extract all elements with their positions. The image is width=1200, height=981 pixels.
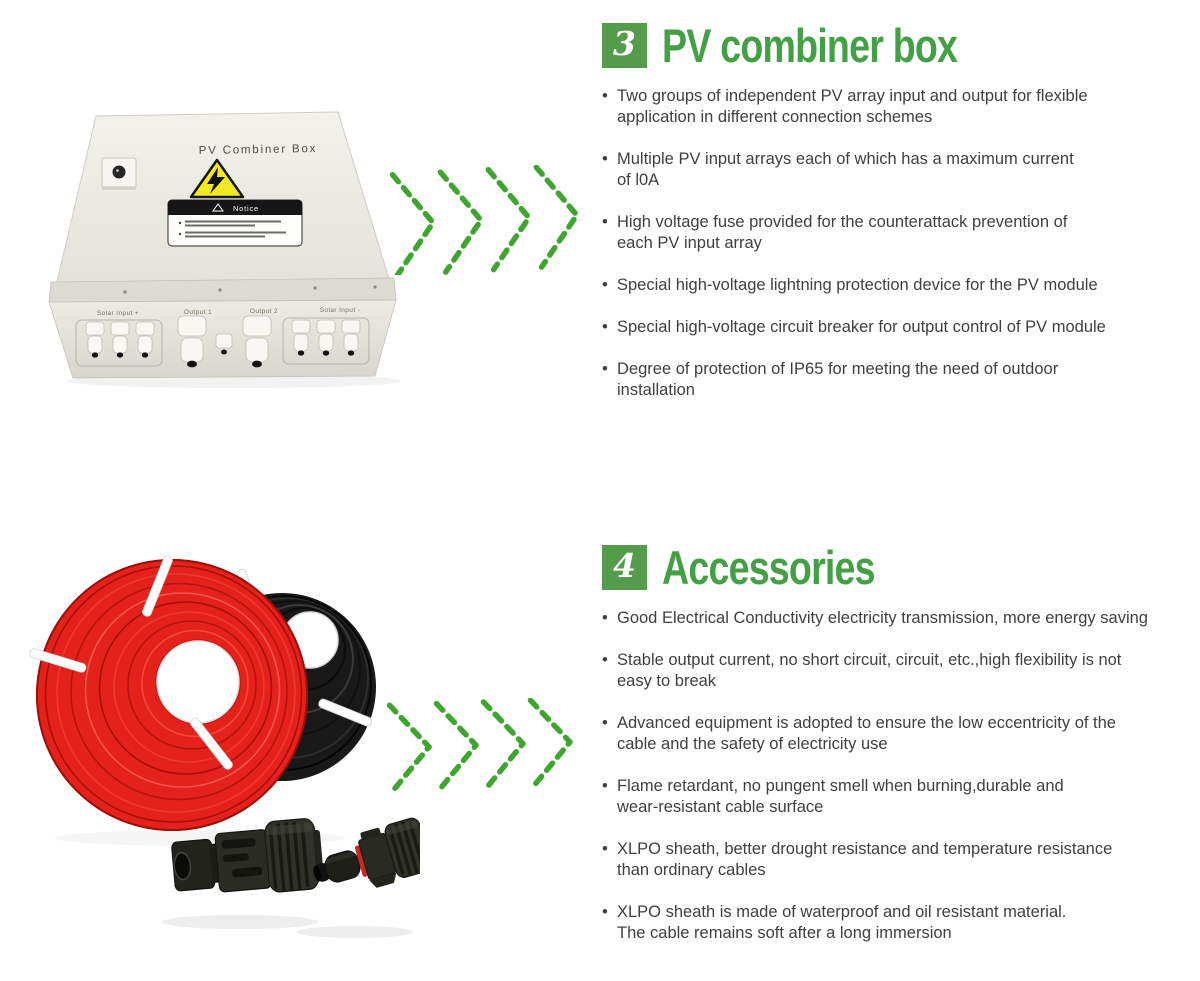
high-voltage-warning-icon (189, 158, 245, 199)
red-cable-coil (29, 555, 308, 831)
section-accessories: 4 Accessories •Good Electrical Conductiv… (602, 544, 1200, 965)
lock-icon (101, 157, 137, 190)
chevron-arrows-icon (386, 698, 573, 793)
mc4-male-connector (313, 817, 420, 888)
cable-tie (318, 698, 373, 727)
feature-list: • Good Electrical Conductivity electricit… (602, 608, 1200, 944)
notice-label: Notice (167, 199, 303, 247)
feature-item: • Good Electrical Conductivity electricit… (602, 608, 1200, 629)
feature-item: • Special high-voltage lightning protecti… (602, 275, 1200, 296)
bullet-marker: • (602, 87, 608, 105)
feature-item: • High voltage fuse provided for the coun… (602, 212, 1200, 254)
cable-tie (142, 555, 173, 617)
section-pv-combiner-box: 3 PV combiner box •Two groups of indepen… (602, 22, 1200, 422)
section-title: PV combiner box (662, 18, 958, 72)
input-group-outline (75, 319, 163, 367)
bullet-marker: • (602, 714, 608, 732)
cable-glands (85, 315, 361, 368)
feature-item: • Multiple PV input arrays each of which … (602, 149, 1200, 191)
combiner-box-photo: PV Combiner Box Notice Solar Input + (48, 111, 400, 388)
feature-text: Two groups of independent PV array input… (617, 87, 1088, 126)
feature-text: Degree of protection of IP65 for meeting… (617, 360, 1059, 399)
section-title: Accessories (662, 540, 876, 594)
feature-item: • XLPO sheath, better drought resistance … (602, 839, 1200, 881)
feature-text: Flame retardant, no pungent smell when b… (617, 777, 1064, 816)
mc4-female-connector (171, 818, 324, 893)
feature-item: • Stable output current, no short circuit… (602, 650, 1200, 692)
bullet-marker: • (602, 903, 608, 921)
bullet-marker: • (602, 651, 608, 669)
bullet-marker: • (602, 840, 608, 858)
feature-text: XLPO sheath is made of waterproof and oi… (617, 903, 1067, 942)
feature-text: Special high-voltage circuit breaker for… (617, 318, 1106, 336)
lid-title-text: PV Combiner Box (199, 143, 318, 157)
notice-warning-icon (212, 203, 224, 212)
chevron-arrows-icon (389, 165, 580, 275)
port-label: Solar Input + (97, 310, 139, 317)
box-lid (55, 111, 391, 287)
bullet-marker: • (602, 150, 608, 168)
cable-tie (29, 648, 87, 673)
feature-text: Special high-voltage lightning protectio… (617, 276, 1098, 294)
port-label: Output 2 (250, 308, 278, 315)
feature-text: XLPO sheath, better drought resistance a… (617, 840, 1113, 879)
feature-item: • Advanced equipment is adopted to ensure… (602, 713, 1200, 755)
section-number-badge: 4 (602, 544, 647, 590)
section-header: 4 Accessories (602, 540, 1200, 594)
feature-item: • Two groups of independent PV array inpu… (602, 86, 1200, 128)
feature-item: • XLPO sheath is made of waterproof and o… (602, 902, 1200, 944)
bullet-marker: • (602, 609, 608, 627)
feature-text: High voltage fuse provided for the count… (617, 213, 1068, 252)
red-o-ring (354, 845, 368, 877)
port-label: Solar Input - (320, 307, 361, 314)
feature-text: Good Electrical Conductivity electricity… (617, 609, 1148, 627)
port-label: Output 1 (184, 309, 212, 316)
bullet-marker: • (602, 213, 608, 231)
bullet-marker: • (602, 777, 608, 795)
bullet-marker: • (602, 360, 608, 378)
input-group-outline (282, 317, 370, 365)
accessories-photo (29, 555, 420, 938)
section-header: 3 PV combiner box (602, 18, 1200, 72)
feature-item: • Flame retardant, no pungent smell when … (602, 776, 1200, 818)
notice-title-text: Notice (233, 204, 259, 213)
feature-text: Stable output current, no short circuit,… (617, 651, 1122, 690)
feature-list: • Two groups of independent PV array inpu… (602, 86, 1200, 401)
cable-tie (189, 717, 233, 770)
feature-item: • Special high-voltage circuit breaker fo… (602, 317, 1200, 338)
feature-text: Multiple PV input arrays each of which h… (617, 150, 1074, 189)
section-number-badge: 3 (602, 22, 647, 68)
feature-text: Advanced equipment is adopted to ensure … (617, 714, 1116, 753)
feature-item: • Degree of protection of IP65 for meetin… (602, 359, 1200, 401)
bullet-marker: • (602, 276, 608, 294)
bullet-marker: • (602, 318, 608, 336)
box-rim (48, 277, 397, 303)
